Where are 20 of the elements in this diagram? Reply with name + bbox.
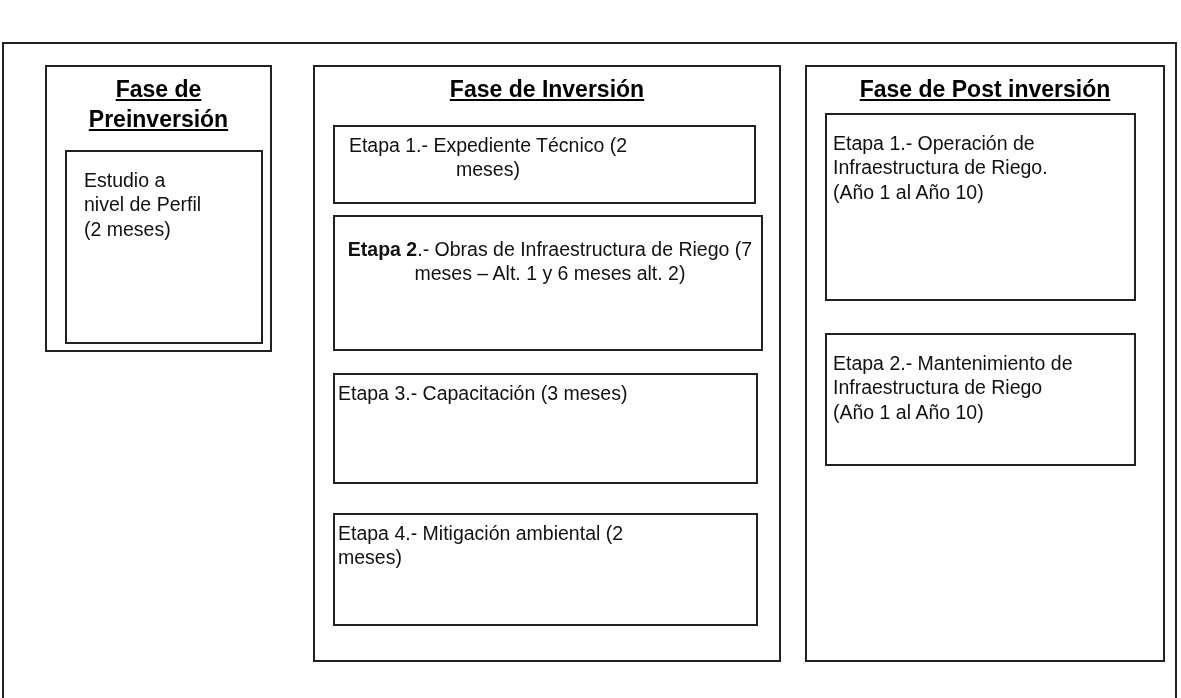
stage-box bbox=[333, 125, 756, 204]
stage-box bbox=[333, 513, 758, 626]
phase-panel bbox=[45, 65, 272, 352]
phase-heading: Fase de Post inversión bbox=[858, 75, 1112, 104]
phase-panel bbox=[313, 65, 781, 662]
stage-description: Etapa 2.- Obras de Infraestructura de Riego (7 meses – Alt. 1 y 6 meses alt. 2) bbox=[346, 237, 754, 286]
stage-description: Etapa 3.- Capacitación (3 meses) bbox=[337, 381, 629, 406]
phase-heading: Fase de Inversión bbox=[448, 75, 646, 104]
stage-box bbox=[65, 150, 263, 344]
stage-box bbox=[825, 113, 1136, 301]
stage-box bbox=[333, 373, 758, 484]
phase-heading: Fase de Preinversión bbox=[87, 75, 230, 134]
stage-description: Etapa 4.- Mitigación ambiental (2 meses) bbox=[337, 521, 625, 570]
stage-box bbox=[333, 215, 763, 351]
stage-description: Etapa 2.- Mantenimiento de Infraestructura de Riego (Año 1 al Año 10) bbox=[832, 351, 1074, 425]
stage-description: Etapa 1.- Expediente Técnico (2 meses) bbox=[347, 133, 629, 182]
stage-description: Estudio a nivel de Perfil (2 meses) bbox=[83, 168, 203, 242]
stage-box bbox=[825, 333, 1136, 466]
phase-panel bbox=[805, 65, 1165, 662]
stage-description: Etapa 1.- Operación de Infraestructura de Riego. (Año 1 al Año 10) bbox=[832, 131, 1049, 205]
